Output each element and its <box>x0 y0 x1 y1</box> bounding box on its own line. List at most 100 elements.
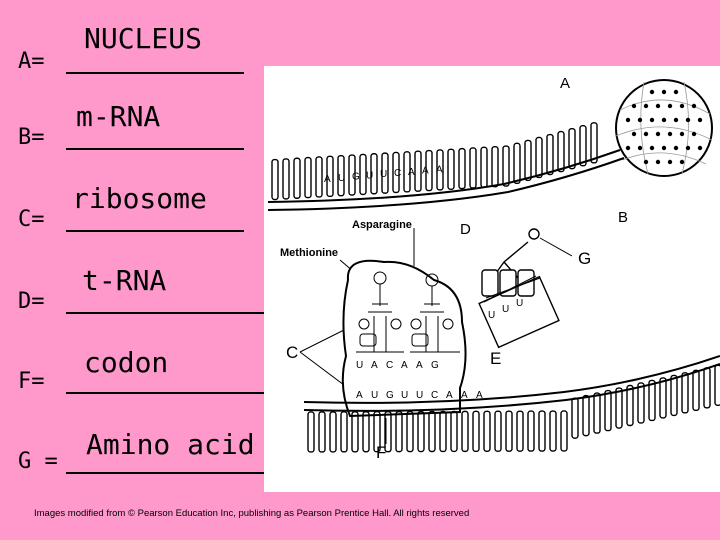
mrna-tooth <box>560 410 568 452</box>
mrna-tooth <box>271 158 279 201</box>
answer-codon: codon <box>84 346 169 379</box>
mrna-tooth <box>692 369 700 412</box>
mrna-tooth <box>513 142 521 185</box>
nuclear-pore <box>649 145 655 151</box>
nuclear-pore <box>649 117 655 123</box>
mrna-tooth <box>304 156 312 199</box>
mrna-tooth <box>538 410 546 452</box>
mrna-tooth <box>659 377 667 419</box>
nuclear-pore <box>661 117 667 123</box>
mrna-tooth <box>703 367 711 409</box>
base-letter: C <box>386 360 393 371</box>
base-letter: U <box>416 390 423 401</box>
nuclear-pore <box>691 131 697 137</box>
mrna-tooth <box>472 410 480 453</box>
label-key: A= <box>18 49 45 74</box>
mrna-tooth <box>648 379 656 422</box>
mrna-tooth <box>593 392 601 434</box>
nuclear-pore <box>685 117 691 123</box>
nuclear-pore <box>667 159 673 165</box>
nuclear-pore <box>655 103 661 109</box>
nuclear-pore <box>631 131 637 137</box>
nuclear-pore <box>667 103 673 109</box>
mrna-tooth <box>359 153 367 196</box>
mrna-tooth <box>681 372 689 414</box>
mrna-tooth <box>483 410 491 452</box>
mrna-tooth <box>480 146 488 189</box>
nuclear-pore <box>655 131 661 137</box>
mrna-tooth <box>491 145 499 188</box>
mrna-tooth <box>414 150 422 192</box>
mrna-tooth <box>406 410 414 453</box>
base-letter: A <box>436 164 443 175</box>
nuclear-pore <box>637 117 643 123</box>
nuclear-pore <box>637 145 643 151</box>
base-letter: G <box>386 390 394 401</box>
mrna-tooth <box>428 410 436 453</box>
base-letter: A <box>446 390 453 401</box>
mrna-tooth <box>557 130 565 173</box>
letter-c: C <box>286 343 298 362</box>
mrna-tooth <box>436 149 444 191</box>
mrna-tooth <box>637 382 645 424</box>
mrna-tooth <box>392 151 400 194</box>
mrna-tooth <box>461 410 469 453</box>
mrna-tooth <box>494 410 502 452</box>
mrna-tooth <box>326 155 334 198</box>
mrna-tooth <box>571 397 579 439</box>
nuclear-pore <box>667 131 673 137</box>
nuclear-pore <box>679 103 685 109</box>
base-letter: U <box>516 298 523 309</box>
mrna-tooth <box>582 394 590 437</box>
base-letter: U <box>366 170 373 181</box>
nuclear-pore <box>673 89 679 95</box>
answer-line <box>66 392 264 394</box>
mrna-tooth <box>439 410 447 453</box>
mrna-tooth <box>505 410 513 452</box>
label-key: F= <box>18 369 45 394</box>
mrna-tooth <box>524 139 532 182</box>
mrna-tooth <box>370 153 378 195</box>
base-letter: A <box>371 360 378 371</box>
base-letter: G <box>352 172 360 183</box>
mrna-tooth <box>425 149 433 192</box>
nuclear-pore <box>625 145 631 151</box>
base-letter: U <box>380 169 387 180</box>
mrna-tooth <box>381 152 389 194</box>
answer-trna: t-RNA <box>82 264 167 297</box>
base-letter: U <box>401 390 408 401</box>
mrna-tooth <box>502 145 510 187</box>
mrna-tooth <box>282 158 290 200</box>
mrna-tooth <box>604 389 612 432</box>
label-key: B= <box>18 125 45 150</box>
mrna-tooth <box>307 411 315 453</box>
base-letter: U <box>356 360 363 371</box>
mrna-tooth <box>546 133 554 176</box>
base-letter: C <box>431 390 438 401</box>
mrna-tooth <box>329 411 337 453</box>
mrna-tooth <box>417 410 425 453</box>
base-letter: U <box>338 173 345 184</box>
mrna-strand-top <box>267 122 625 211</box>
answer-line <box>66 148 244 150</box>
base-letter: C <box>394 168 401 179</box>
nuclear-pore <box>685 145 691 151</box>
nuclear-pore <box>649 89 655 95</box>
base-letter: U <box>371 390 378 401</box>
mrna-tooth <box>670 374 678 417</box>
base-letter: A <box>476 390 483 401</box>
letter-g: G <box>578 249 591 268</box>
methionine-label: Methionine <box>280 247 338 259</box>
nuclear-pore <box>643 131 649 137</box>
answer-nucleus: NUCLEUS <box>84 22 203 55</box>
mrna-tooth <box>590 122 598 164</box>
nuclear-pore <box>631 103 637 109</box>
base-letter: A <box>416 360 423 371</box>
nuclear-pore <box>661 145 667 151</box>
mrna-tooth <box>340 411 348 453</box>
mrna-tooth <box>337 154 345 197</box>
